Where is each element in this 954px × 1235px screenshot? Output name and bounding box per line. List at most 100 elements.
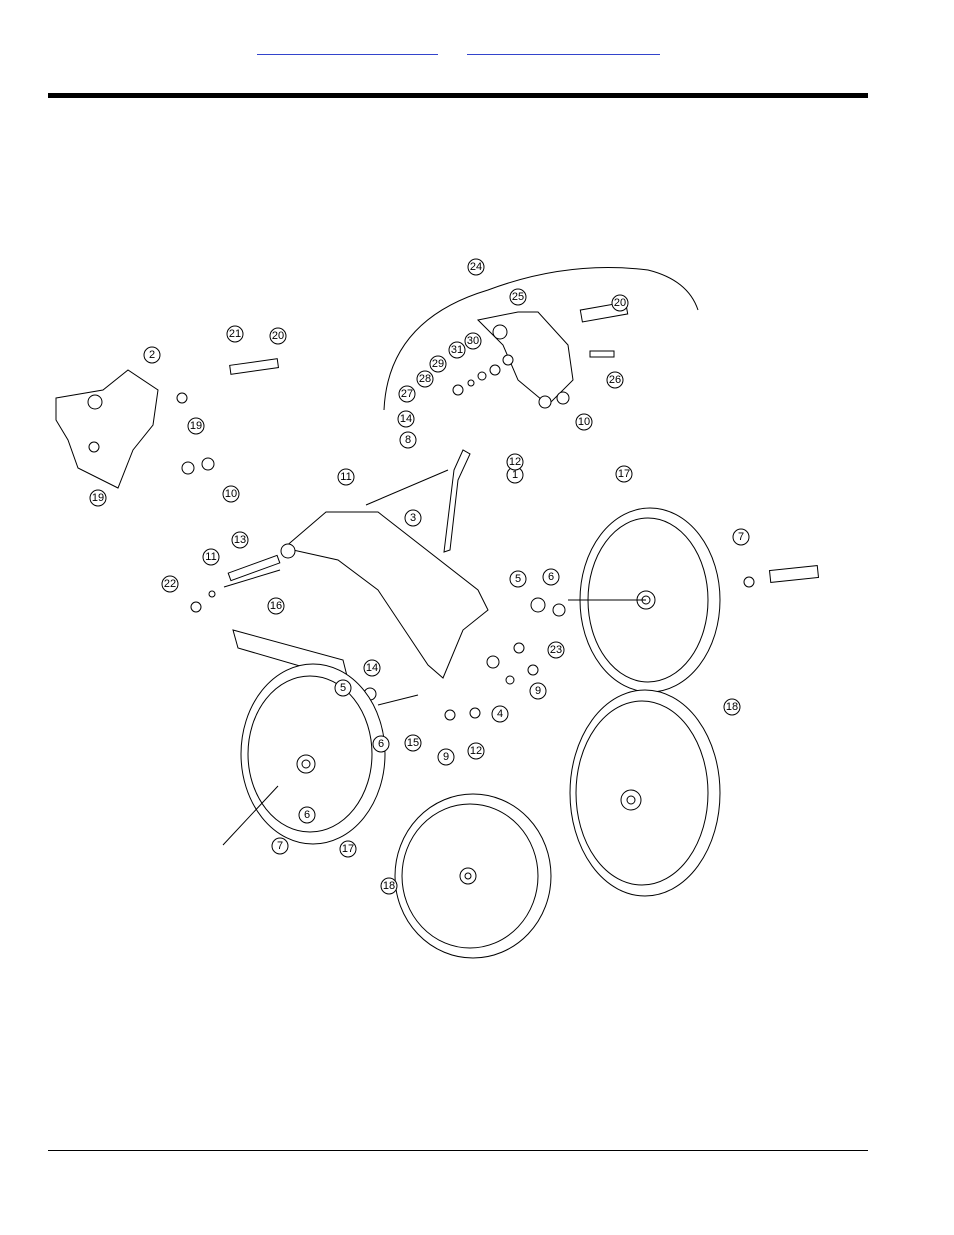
callout-label: 27 bbox=[401, 388, 413, 400]
callout-label: 7 bbox=[738, 531, 744, 543]
callout-17: 17 bbox=[615, 465, 633, 483]
callout-19: 19 bbox=[89, 489, 107, 507]
callout-label: 12 bbox=[470, 745, 482, 757]
callout-21: 21 bbox=[226, 325, 244, 343]
callout-1: 1 bbox=[506, 466, 524, 484]
callout-label: 20 bbox=[272, 330, 284, 342]
callout-12: 12 bbox=[467, 742, 485, 760]
callout-3: 3 bbox=[404, 509, 422, 527]
callout-label: 6 bbox=[548, 571, 554, 583]
callout-31: 31 bbox=[448, 341, 466, 359]
callout-label: 11 bbox=[340, 471, 351, 483]
callout-label: 5 bbox=[340, 682, 346, 694]
callout-label: 16 bbox=[270, 600, 282, 612]
nav-link-1[interactable] bbox=[257, 40, 438, 55]
callout-6: 6 bbox=[542, 568, 560, 586]
callout-label: 23 bbox=[550, 644, 562, 656]
callout-label: 19 bbox=[92, 492, 104, 504]
parts-diagram: 1234556667789910101111121213141415161717… bbox=[55, 258, 820, 959]
callout-27: 27 bbox=[398, 385, 416, 403]
callout-label: 6 bbox=[304, 809, 310, 821]
callout-25: 25 bbox=[509, 288, 527, 306]
callout-label: 9 bbox=[443, 751, 449, 763]
callout-24: 24 bbox=[467, 258, 485, 276]
callout-label: 17 bbox=[342, 843, 354, 855]
callout-6: 6 bbox=[372, 735, 390, 753]
lever-1 bbox=[443, 449, 471, 553]
callout-label: 12 bbox=[509, 456, 521, 468]
callout-2: 2 bbox=[143, 346, 161, 364]
callout-label: 10 bbox=[225, 488, 237, 500]
wheel-17-left bbox=[240, 663, 386, 845]
callout-14: 14 bbox=[363, 659, 381, 677]
callout-label: 3 bbox=[410, 512, 416, 524]
callout-label: 31 bbox=[451, 344, 463, 356]
callout-label: 5 bbox=[515, 573, 521, 585]
callout-5: 5 bbox=[509, 570, 527, 588]
callout-4: 4 bbox=[491, 705, 509, 723]
callout-label: 2 bbox=[149, 349, 155, 361]
callout-label: 24 bbox=[470, 261, 482, 273]
bracket-2 bbox=[55, 369, 159, 489]
callout-10: 10 bbox=[575, 413, 593, 431]
callout-7: 7 bbox=[271, 837, 289, 855]
callout-11: 11 bbox=[337, 468, 355, 486]
callout-19: 19 bbox=[187, 417, 205, 435]
callout-8: 8 bbox=[399, 431, 417, 449]
callout-20: 20 bbox=[269, 327, 287, 345]
callout-6: 6 bbox=[298, 806, 316, 824]
callout-label: 20 bbox=[614, 297, 626, 309]
callout-label: 21 bbox=[229, 328, 241, 340]
callout-11: 11 bbox=[202, 548, 220, 566]
callout-label: 11 bbox=[205, 551, 216, 563]
callout-23: 23 bbox=[547, 641, 565, 659]
callout-30: 30 bbox=[464, 332, 482, 350]
callout-10: 10 bbox=[222, 485, 240, 503]
callout-label: 22 bbox=[164, 578, 176, 590]
callout-label: 18 bbox=[726, 701, 738, 713]
callout-7: 7 bbox=[732, 528, 750, 546]
arm-3 bbox=[282, 511, 489, 679]
wheel-18-right bbox=[569, 689, 721, 897]
callout-12: 12 bbox=[506, 453, 524, 471]
callout-13: 13 bbox=[231, 531, 249, 549]
callout-label: 10 bbox=[578, 416, 590, 428]
callout-label: 8 bbox=[405, 434, 411, 446]
nav-link-2[interactable] bbox=[467, 40, 660, 55]
callout-layer: 1234556667789910101111121213141415161717… bbox=[89, 258, 750, 895]
callout-9: 9 bbox=[529, 682, 547, 700]
callout-label: 9 bbox=[535, 685, 541, 697]
callout-label: 4 bbox=[497, 708, 503, 720]
callout-14: 14 bbox=[397, 410, 415, 428]
callout-label: 14 bbox=[400, 413, 412, 425]
callout-17: 17 bbox=[339, 840, 357, 858]
callout-28: 28 bbox=[416, 370, 434, 388]
callout-label: 15 bbox=[407, 737, 419, 749]
callout-label: 26 bbox=[609, 374, 621, 386]
callout-5: 5 bbox=[334, 679, 352, 697]
callout-label: 18 bbox=[383, 880, 395, 892]
callout-20: 20 bbox=[611, 294, 629, 312]
detail-bracket bbox=[476, 311, 574, 406]
callout-label: 30 bbox=[467, 335, 479, 347]
callout-label: 25 bbox=[512, 291, 524, 303]
callout-label: 1 bbox=[512, 469, 518, 481]
callout-label: 17 bbox=[618, 468, 630, 480]
callout-29: 29 bbox=[429, 355, 447, 373]
callout-15: 15 bbox=[404, 734, 422, 752]
callout-16: 16 bbox=[267, 597, 285, 615]
callout-9: 9 bbox=[437, 748, 455, 766]
callout-label: 13 bbox=[234, 534, 246, 546]
callout-label: 14 bbox=[366, 662, 378, 674]
callout-26: 26 bbox=[606, 371, 624, 389]
callout-18: 18 bbox=[723, 698, 741, 716]
callout-22: 22 bbox=[161, 575, 179, 593]
footer-rule bbox=[48, 1150, 868, 1151]
callout-18: 18 bbox=[380, 877, 398, 895]
callout-label: 28 bbox=[419, 373, 431, 385]
header-rule bbox=[48, 93, 868, 98]
callout-label: 6 bbox=[378, 738, 384, 750]
callout-label: 19 bbox=[190, 420, 202, 432]
detail-boundary bbox=[383, 267, 699, 411]
callout-label: 7 bbox=[277, 840, 283, 852]
